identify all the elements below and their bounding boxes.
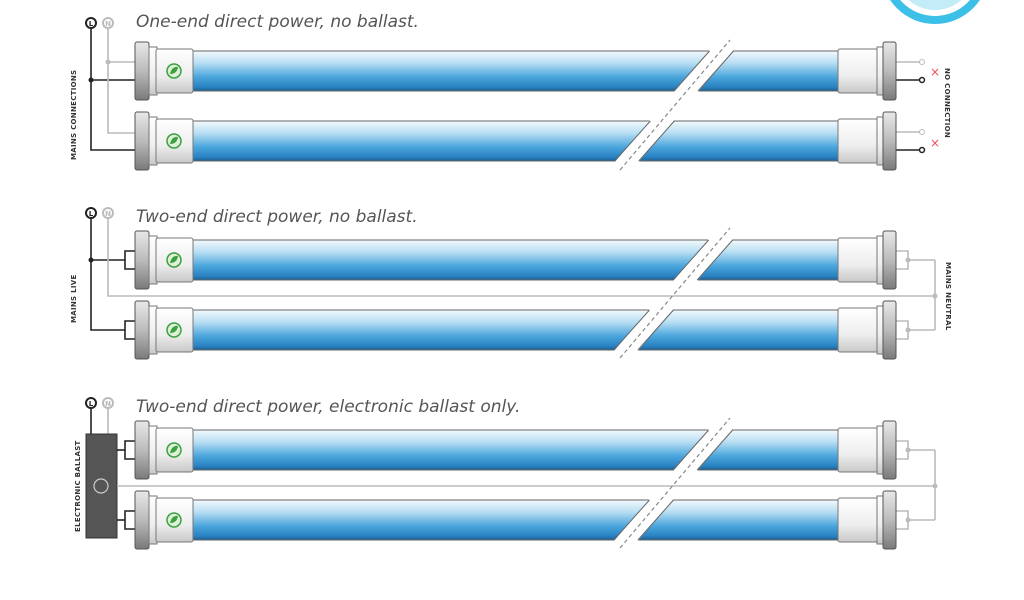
tube-break-edge — [637, 309, 674, 351]
tube-end-ring — [882, 41, 897, 101]
neutral-terminal-icon — [102, 207, 114, 219]
pin-terminal — [919, 59, 925, 65]
tube-end-ring — [882, 111, 897, 171]
tube-break-edge — [697, 50, 734, 92]
terminal-live-label: L — [89, 400, 94, 408]
tube-body — [191, 120, 843, 162]
electronic-ballast-label: ELECTRONIC BALLAST — [74, 440, 82, 532]
neutral-terminal-icon — [102, 397, 114, 409]
shorted-pins — [124, 250, 135, 270]
tube-end-ring — [134, 300, 150, 360]
mains-neutral-label: MAINS NEUTRAL — [944, 262, 952, 331]
leaf-icon — [170, 515, 178, 523]
live-wire — [90, 28, 135, 151]
tube-end-cap — [837, 48, 879, 94]
tube-end-cap — [837, 307, 879, 353]
led-tube — [134, 420, 897, 480]
tube-body — [191, 499, 843, 541]
company-badge-logo — [890, 0, 980, 24]
no-connection-mark: × — [930, 65, 940, 79]
tube-body — [191, 239, 843, 281]
tube-end-ring — [134, 490, 150, 550]
tube-end-ring — [882, 300, 897, 360]
tube-break-edge — [696, 429, 734, 471]
tube-end-ring — [134, 230, 150, 290]
pin-terminal — [919, 129, 925, 135]
live-wire — [90, 218, 125, 331]
leaf-icon — [170, 66, 178, 74]
lamp-icon — [93, 478, 109, 494]
led-tube — [134, 490, 897, 550]
section-1-caption: One-end direct power, no ballast. — [136, 12, 419, 32]
tube-break-edge — [613, 309, 650, 351]
terminals: L N L N L N — [85, 17, 114, 409]
tube-break-edge — [672, 429, 710, 471]
electronic-ballast-box — [85, 433, 118, 539]
tube-end-ring — [882, 490, 897, 550]
tube-end-ring — [134, 41, 150, 101]
led-tube — [134, 230, 897, 290]
tube-break-edge — [637, 499, 674, 541]
live-terminal-icon — [85, 17, 97, 29]
tube-end-ring — [882, 420, 897, 480]
break-line — [619, 227, 731, 359]
tube-body — [191, 429, 843, 471]
shorted-pins — [124, 510, 135, 530]
terminal-neutral-label: N — [105, 210, 111, 218]
terminal-live-label: L — [89, 210, 94, 218]
tube-end-ring — [134, 420, 150, 480]
tube-body — [191, 309, 843, 351]
wire-junction — [932, 293, 938, 299]
tube-end-cap — [837, 237, 879, 283]
live-terminal-icon — [85, 207, 97, 219]
tube-end-ring — [134, 111, 150, 171]
terminal-neutral-label: N — [105, 400, 111, 408]
tube-end-ring — [882, 230, 897, 290]
tube-end-cap — [837, 118, 879, 164]
no-connection-label: NO CONNECTION — [943, 68, 951, 138]
terminal-neutral-label: N — [105, 20, 111, 28]
wire-junction — [105, 59, 111, 65]
wire-junction — [88, 257, 94, 263]
leaf-icon — [170, 325, 178, 333]
shorted-pins — [124, 320, 135, 340]
led-tube — [134, 300, 897, 360]
led-tube — [134, 41, 897, 101]
tube-body — [191, 50, 843, 92]
tube-end-cap — [837, 497, 879, 543]
tube-break-edge — [673, 50, 710, 92]
leaf-icon — [170, 445, 178, 453]
break-line — [619, 39, 731, 171]
tube-break-edge — [672, 239, 710, 281]
shorted-pins — [124, 440, 135, 460]
neutral-wire — [107, 218, 935, 297]
leaf-icon — [170, 136, 178, 144]
break-line — [619, 417, 731, 549]
tube-break-edge — [614, 120, 651, 162]
tube-break-edge — [613, 499, 650, 541]
pin-terminal — [918, 76, 926, 84]
live-terminal-icon — [85, 397, 97, 409]
wire-junction — [932, 483, 938, 489]
tube-break-edge — [638, 120, 675, 162]
neutral-terminal-icon — [102, 17, 114, 29]
no-connection-mark: × — [930, 136, 940, 150]
mains-live-label: MAINS LIVE — [70, 274, 78, 323]
leaf-icon — [170, 255, 178, 263]
tube-end-cap — [837, 427, 879, 473]
led-tube — [134, 111, 897, 171]
pin-terminal — [918, 146, 926, 154]
section-2-caption: Two-end direct power, no ballast. — [136, 207, 418, 227]
terminal-live-label: L — [89, 20, 94, 28]
tube-break-edge — [696, 239, 734, 281]
mains-connections-label: MAINS CONNECTIONS — [70, 70, 78, 160]
section-3-caption: Two-end direct power, electronic ballast… — [136, 397, 520, 417]
wire-junction — [88, 77, 94, 83]
